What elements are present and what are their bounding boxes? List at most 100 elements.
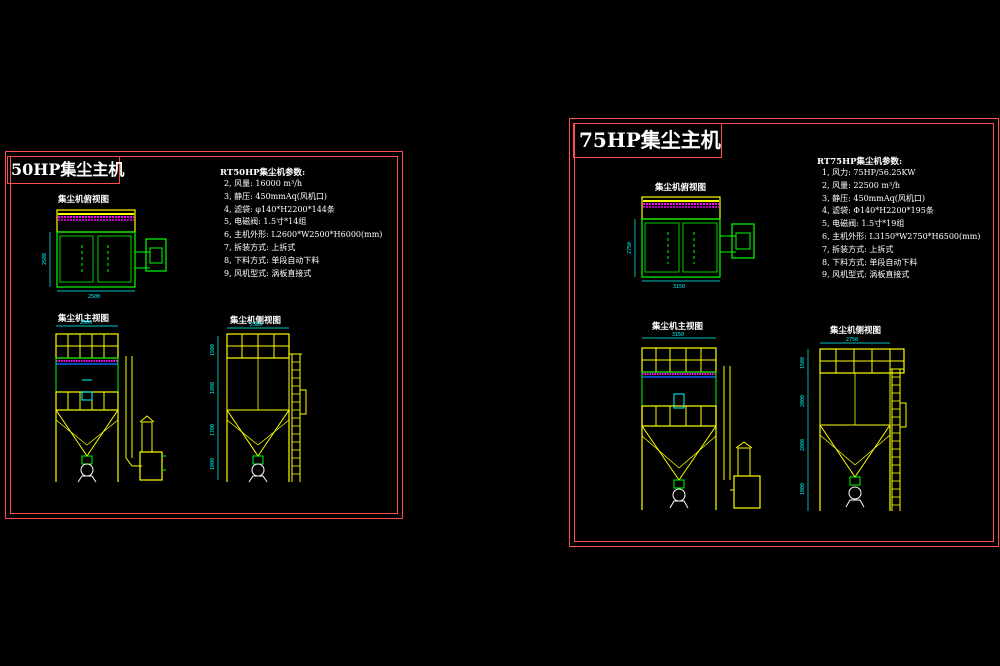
cabinet-door bbox=[59, 235, 94, 283]
spec-item: 9, 风机型式: 涡板直接式 bbox=[822, 270, 910, 280]
spec-item: 5, 电磁阀: 1.5寸*14组 bbox=[224, 217, 307, 227]
duct-elbow bbox=[125, 457, 142, 467]
view-label-front-50hp: 集尘机主视图 bbox=[58, 314, 110, 324]
fan-stack bbox=[737, 447, 751, 477]
spec-item: 7, 拆装方式: 上拆式 bbox=[822, 244, 894, 254]
discharge-base bbox=[845, 499, 865, 508]
leg-brace bbox=[86, 419, 119, 446]
stack-cap bbox=[735, 441, 753, 449]
cabinet-door bbox=[97, 235, 132, 283]
dimension-text: 2750 bbox=[627, 242, 633, 254]
hopper bbox=[819, 424, 891, 478]
spec-item: 9, 风机型式: 涡板直接式 bbox=[224, 268, 312, 278]
spec-item: 8, 下料方式: 单段自动下料 bbox=[224, 255, 320, 265]
spec-item: 4, 滤袋: φ140*H2200*144条 bbox=[224, 204, 335, 214]
spec-list-75hp: 1, 风力: 75HP/56.25KW 2, 风量: 22500 m³/h 3,… bbox=[822, 167, 980, 282]
dimension-text: 1000 bbox=[800, 483, 806, 495]
platform bbox=[55, 391, 119, 411]
discharge-motor bbox=[848, 486, 862, 500]
dimension-text: 2500 bbox=[42, 253, 48, 265]
dimension-text: 1700 bbox=[210, 424, 216, 436]
spec-item: 3, 静压: 450mmAq(风机口) bbox=[822, 193, 925, 203]
drawing-title-75hp: 75HP集尘主机 bbox=[573, 123, 722, 158]
spec-item: 8, 下料方式: 单段自动下料 bbox=[822, 257, 918, 267]
spec-item: 5, 电磁阀: 1.5寸*19组 bbox=[822, 219, 905, 229]
dimension-text: 2600 bbox=[80, 320, 92, 326]
inlet-box bbox=[673, 393, 685, 409]
discharge-base bbox=[248, 475, 268, 483]
sheet-inner-frame bbox=[574, 123, 994, 542]
rotary-valve bbox=[252, 455, 264, 465]
leg-brace bbox=[819, 434, 856, 466]
hopper bbox=[226, 409, 290, 457]
side-view-drawing-75hp: 2750 1500 2000 2000 1000 bbox=[800, 337, 907, 511]
filter-chamber bbox=[55, 357, 119, 393]
fan-housing bbox=[139, 451, 163, 481]
dimension-text: 1000 bbox=[210, 458, 216, 470]
dimension-text: 2500 bbox=[88, 294, 100, 300]
spec-item: 6, 主机外形: L3150*W2750*H6500(mm) bbox=[822, 231, 981, 241]
leg-brace bbox=[678, 435, 717, 469]
fan-stack bbox=[141, 421, 153, 453]
discharge-motor bbox=[251, 463, 265, 477]
view-label-top-50hp: 集尘机俯视图 bbox=[58, 195, 110, 205]
hopper bbox=[55, 409, 119, 457]
dimension-text: 2750 bbox=[846, 337, 858, 343]
spec-list-50hp: 2, 风量: 16000 m³/h 3, 静压: 450mmAq(风机口) 4,… bbox=[224, 178, 382, 280]
platform bbox=[641, 405, 717, 427]
spec-item: 6, 主机外形: L2600*W2500*H6000(mm) bbox=[224, 230, 383, 240]
dimension-text: 3150 bbox=[673, 284, 685, 290]
dimension-text: 1500 bbox=[800, 357, 806, 369]
spec-item: 3, 静压: 450mmAq(风机口) bbox=[224, 191, 327, 201]
top-view-drawing-50hp: 2500 2500 bbox=[42, 209, 167, 300]
leg-brace bbox=[55, 419, 88, 446]
ladder-rungs bbox=[892, 376, 900, 506]
front-view-drawing-75hp: 3150 bbox=[641, 332, 761, 510]
leg-brace bbox=[854, 434, 891, 466]
fan-motor bbox=[149, 247, 163, 264]
inlet-box bbox=[81, 391, 93, 401]
front-view-drawing-50hp: 2600 bbox=[55, 320, 166, 483]
drawing-sheet-50hp bbox=[5, 151, 403, 519]
drawing-title-50hp: 50HP集尘主机 bbox=[7, 156, 124, 184]
dimension-text: 2000 bbox=[800, 439, 806, 451]
top-view-drawing-75hp: 3150 2750 bbox=[627, 196, 755, 290]
view-label-front-75hp: 集尘机主视图 bbox=[652, 322, 704, 332]
ladder-cage bbox=[899, 402, 907, 428]
leg-brace bbox=[641, 435, 680, 469]
stack-cap bbox=[139, 415, 155, 423]
discharge-base bbox=[77, 475, 97, 483]
spec-item: 7, 拆装方式: 上拆式 bbox=[224, 242, 296, 252]
fan-unit bbox=[145, 238, 167, 272]
spec-heading-75hp: RT75HP集尘机参数: bbox=[817, 157, 903, 167]
dimension-text: 1500 bbox=[210, 344, 216, 356]
spec-heading-50hp: RT50HP集尘机参数: bbox=[220, 168, 306, 178]
ladder-cage bbox=[299, 389, 307, 415]
cabinet-door bbox=[682, 222, 718, 273]
fan-motor bbox=[735, 232, 751, 250]
side-view-drawing-50hp: 2500 1500 1800 1700 1000 bbox=[210, 322, 307, 483]
view-label-side-75hp: 集尘机侧视图 bbox=[830, 326, 882, 336]
leg-brace bbox=[226, 419, 259, 446]
view-label-top-75hp: 集尘机俯视图 bbox=[655, 183, 707, 193]
rotary-valve bbox=[81, 455, 93, 465]
spec-item: 2, 风量: 16000 m³/h bbox=[224, 179, 303, 188]
discharge-base bbox=[669, 500, 689, 509]
rotary-valve bbox=[849, 476, 861, 486]
cabinet-door bbox=[644, 222, 680, 273]
hopper bbox=[641, 425, 717, 481]
spec-item: 2, 风量: 22500 m³/h bbox=[822, 180, 901, 190]
rotary-valve bbox=[673, 479, 685, 489]
spec-item: 4, 滤袋: Φ140*H2200*195条 bbox=[822, 206, 934, 216]
ladder-rungs bbox=[292, 361, 300, 475]
dimension-text: 1800 bbox=[210, 382, 216, 394]
sheet-inner-frame bbox=[10, 156, 398, 514]
view-label-side-50hp: 集尘机侧视图 bbox=[230, 316, 282, 326]
leg-brace bbox=[257, 419, 290, 446]
cabinet-body bbox=[641, 218, 721, 278]
spec-item: 1, 风力: 75HP/56.25KW bbox=[822, 168, 916, 177]
discharge-motor bbox=[80, 463, 94, 477]
fan-unit bbox=[731, 223, 755, 259]
drawing-sheet-75hp bbox=[569, 118, 999, 547]
cabinet-body bbox=[56, 231, 136, 288]
